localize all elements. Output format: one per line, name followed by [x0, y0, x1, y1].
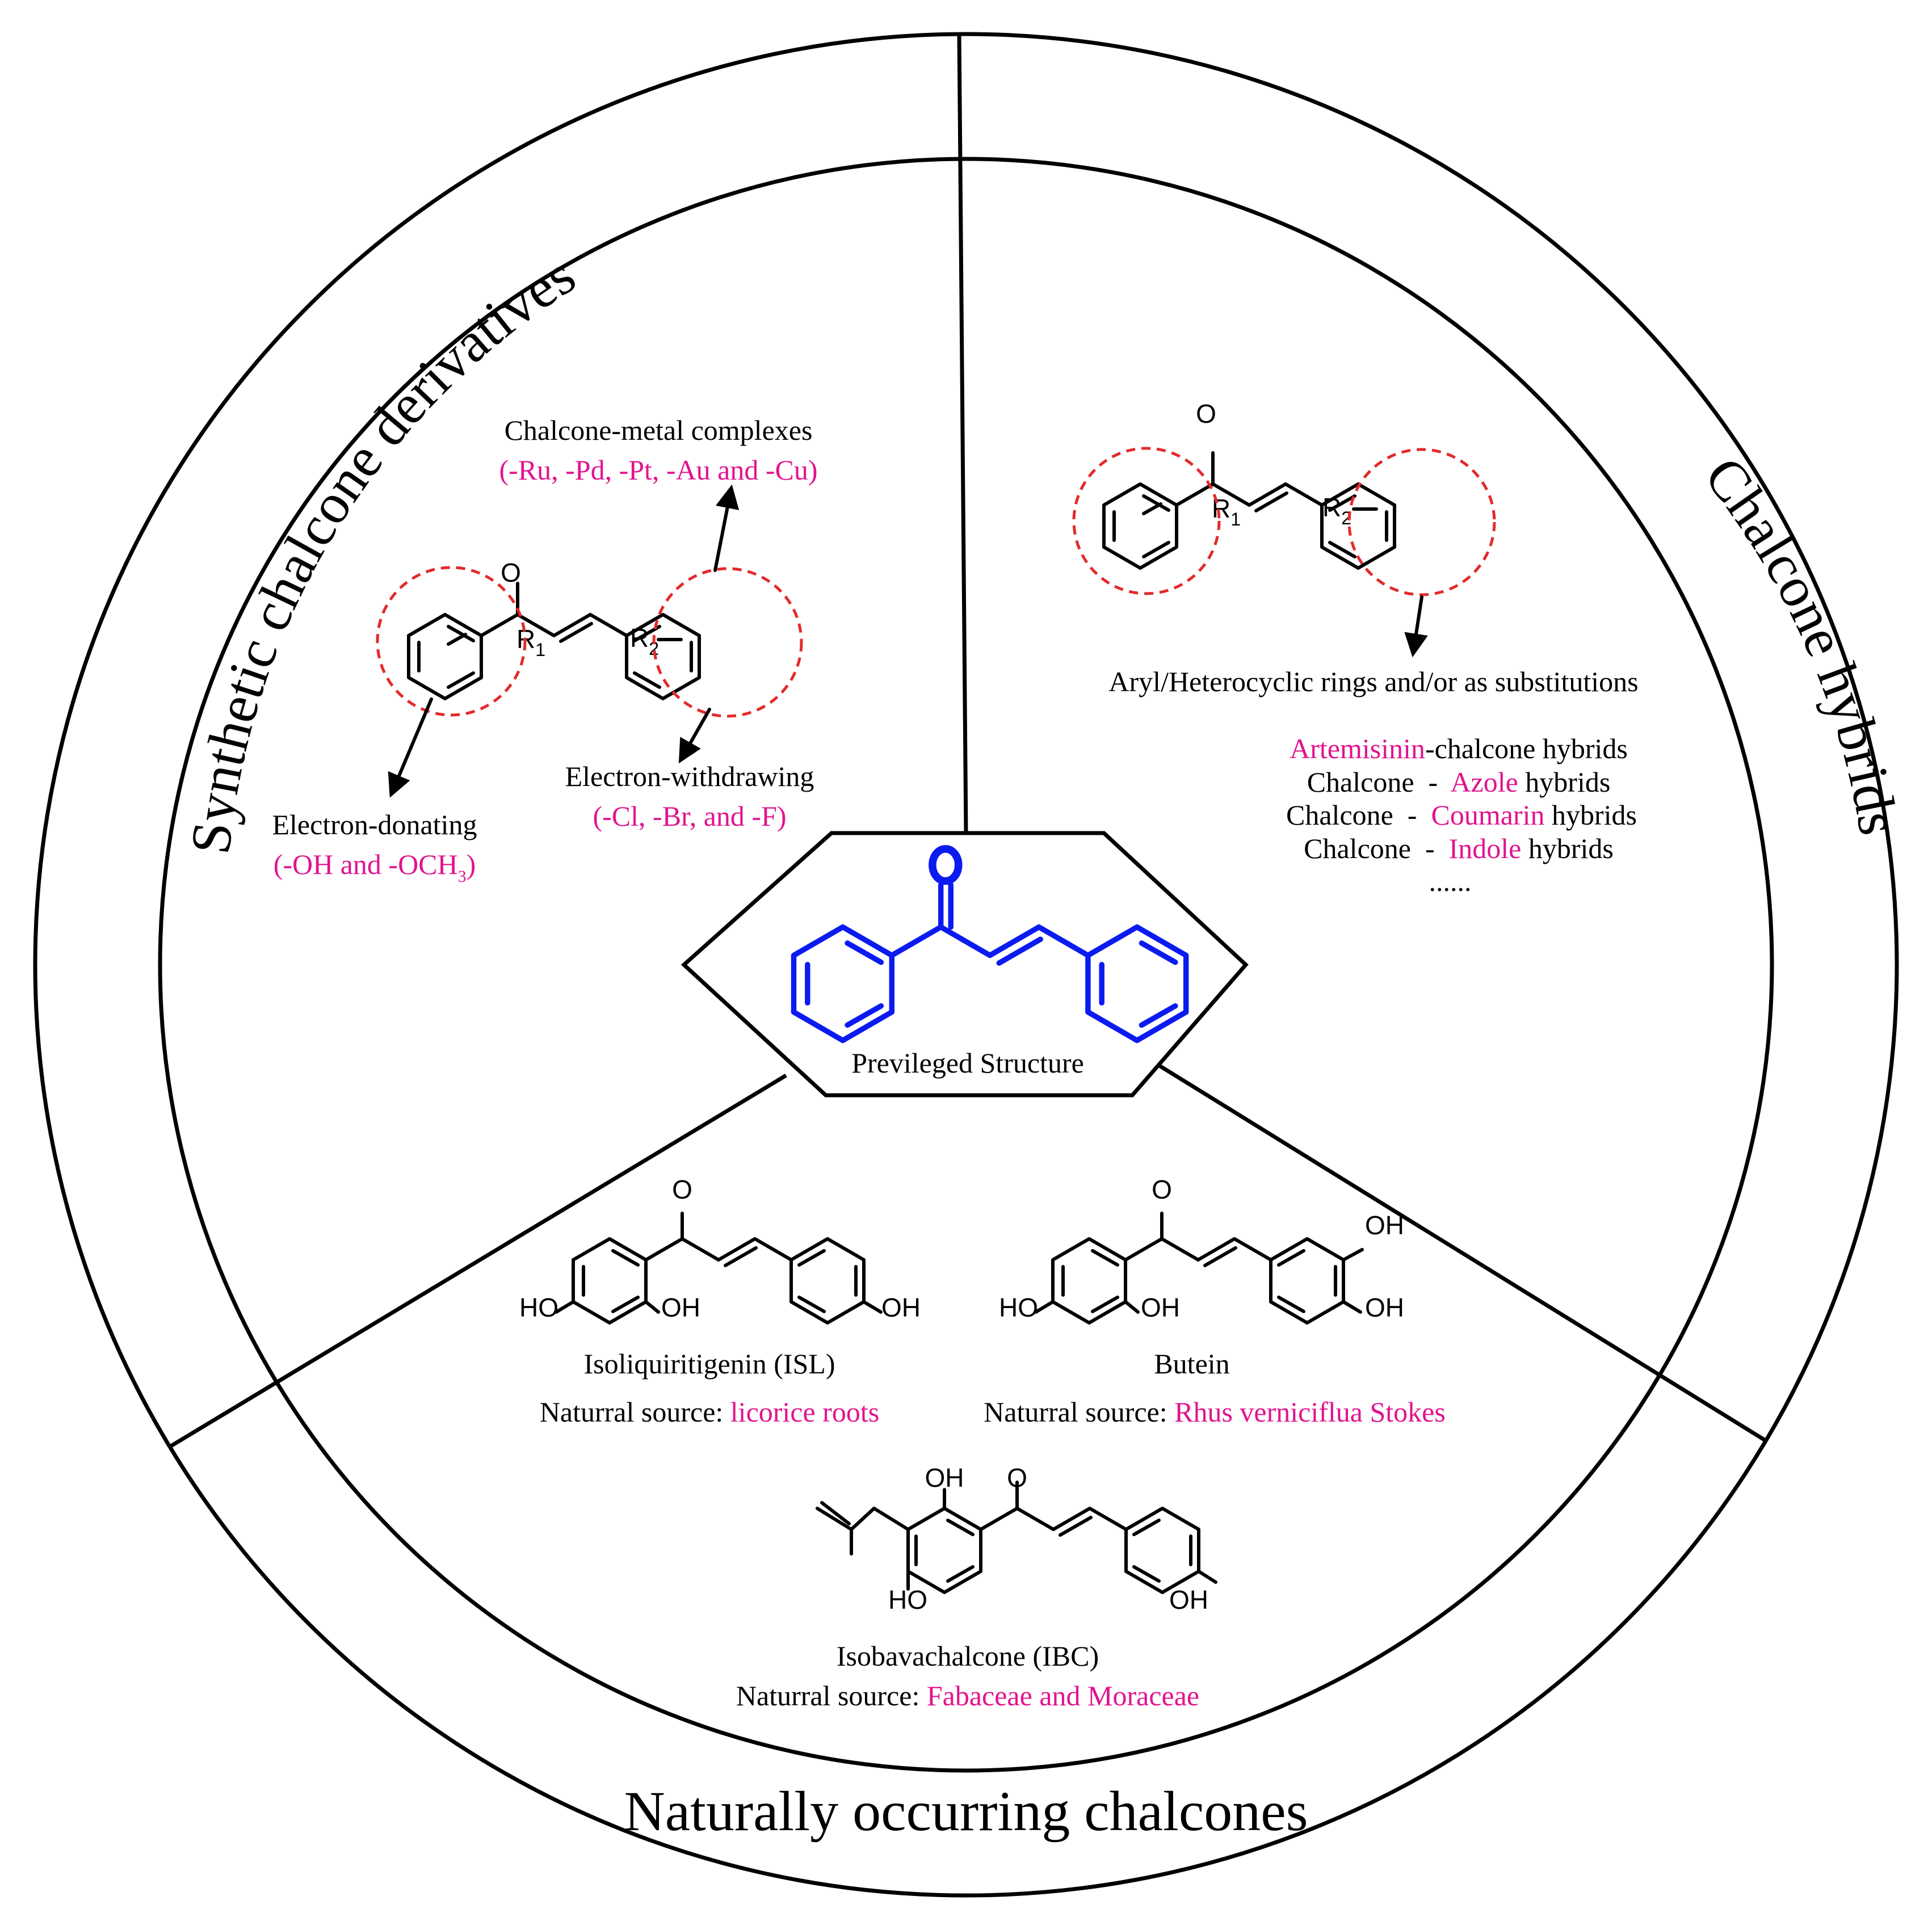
atom-label: HO — [888, 1585, 927, 1615]
divider-top — [957, 35, 968, 835]
inner-ring — [158, 157, 1774, 1773]
hybrid-item: Chalcone - Coumarin hybrids — [1286, 799, 1637, 831]
chalcone-core-structure — [791, 845, 1189, 1044]
section-title-natural: Naturally occurring chalcones — [624, 1780, 1308, 1843]
ring-highlight-left — [1072, 447, 1221, 595]
donating-title: Electron-donating — [272, 809, 477, 840]
butein-name: Butein — [1154, 1348, 1229, 1380]
r2-label: R2 — [1322, 493, 1351, 528]
hybrid-item: Chalcone - Azole hybrids — [1307, 766, 1611, 798]
atom-label: O — [672, 1175, 692, 1204]
metal-list: (-Ru, -Pd, -Pt, -Au and -Cu) — [499, 454, 817, 486]
hybrid-item: Artemisinin-chalcone hybrids — [1290, 733, 1628, 764]
arrow-rings — [1404, 595, 1428, 658]
atom-label: OH — [661, 1293, 700, 1322]
atom-label: O — [501, 558, 521, 587]
ibc-source: Naturral source: Fabaceae and Moraceae — [736, 1680, 1199, 1712]
atom-label: OH — [1141, 1293, 1180, 1322]
synthetic-chalcone-structure — [407, 582, 701, 700]
atom-label: OH — [881, 1293, 921, 1322]
arrow-donating — [388, 697, 433, 798]
section-title-hybrids: Chalcone hybrids — [1692, 445, 1910, 839]
hybrid-item: Chalcone - Indole hybrids — [1304, 833, 1614, 864]
ring-highlight-left — [376, 566, 527, 717]
hybrid-chalcone-structure — [1102, 451, 1396, 570]
divider-right — [1151, 1059, 1766, 1442]
withdrawing-title: Electron-withdrawing — [565, 760, 814, 792]
atom-label: HO — [519, 1293, 558, 1322]
butein-source: Naturral source: Rhus verniciflua Stokes — [984, 1396, 1446, 1428]
rings-text: Aryl/Heterocyclic rings and/or as substi… — [1108, 666, 1638, 697]
isl-structure — [555, 1212, 883, 1325]
atom-label: O — [1196, 399, 1216, 428]
arrow-withdrawing — [678, 708, 711, 764]
atom-label: O — [1007, 1463, 1027, 1492]
atom-label: O — [1152, 1175, 1172, 1204]
atom-label: HO — [999, 1293, 1038, 1322]
hybrid-more: ...... — [1429, 865, 1472, 897]
ring-highlight-right — [652, 567, 803, 718]
ibc-structure — [816, 1481, 1217, 1594]
divider-left — [168, 1074, 787, 1449]
isl-name: Isoliquiritigenin (ISL) — [584, 1348, 835, 1380]
r2-label: R2 — [630, 623, 659, 659]
arrow-metal — [713, 484, 740, 572]
r1-label: R1 — [1212, 494, 1241, 529]
atom-label: OH — [925, 1463, 964, 1492]
outer-ring — [33, 32, 1899, 1898]
atom-label: OH — [1365, 1210, 1404, 1240]
ibc-name: Isobavachalcone (IBC) — [837, 1640, 1099, 1672]
center-label: Previleged Structure — [851, 1047, 1084, 1079]
isl-source: Naturral source: licorice roots — [540, 1396, 879, 1428]
metal-title: Chalcone-metal complexes — [505, 414, 813, 446]
section-title-synthetic: Synthetic chalcone derivatives — [179, 243, 586, 857]
butein-structure — [1034, 1212, 1364, 1325]
ring-highlight-right — [1347, 448, 1496, 596]
donating-list: (-OH and -OCH3) — [274, 848, 476, 886]
withdrawing-list: (-Cl, -Br, and -F) — [593, 800, 787, 832]
atom-label: OH — [1169, 1585, 1208, 1615]
atom-label: OH — [1365, 1293, 1404, 1322]
